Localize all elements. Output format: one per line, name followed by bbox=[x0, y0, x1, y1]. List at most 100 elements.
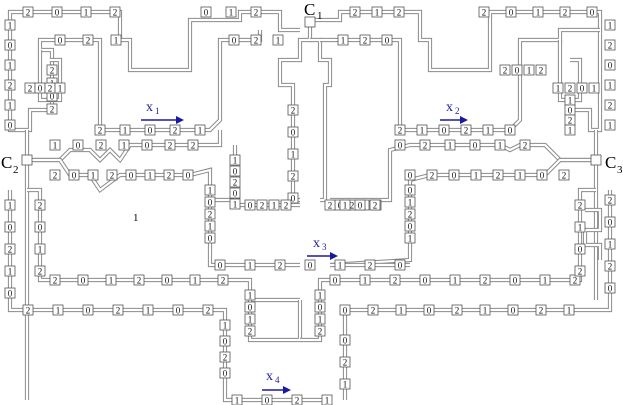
cell-value: 0 bbox=[515, 66, 520, 76]
channel-cell: 2 bbox=[479, 274, 491, 286]
channel-cell: 1 bbox=[334, 259, 346, 271]
cell-box bbox=[304, 259, 316, 271]
channel-cell: 0 bbox=[34, 221, 46, 233]
label-x2-sub: 2 bbox=[455, 106, 460, 116]
cell-value: 2 bbox=[98, 126, 103, 136]
cell-value: 1 bbox=[208, 186, 213, 196]
cell-value: 2 bbox=[38, 267, 43, 277]
cell-value: 0 bbox=[333, 276, 338, 286]
cell-value: 2 bbox=[233, 178, 238, 188]
cell-value: 1 bbox=[198, 126, 203, 136]
channel-cell: 0 bbox=[339, 304, 351, 316]
channel-cell: 2 bbox=[244, 325, 256, 337]
channel-cell: 0 bbox=[423, 304, 435, 316]
cell-box bbox=[4, 243, 16, 255]
cell-box bbox=[423, 304, 435, 316]
channel-cell: 1 bbox=[444, 139, 456, 151]
cell-box bbox=[22, 6, 34, 18]
cell-value: 2 bbox=[167, 171, 172, 181]
cell-box bbox=[204, 220, 216, 232]
channel-cell: 0 bbox=[200, 6, 212, 18]
cell-value: 2 bbox=[8, 245, 13, 255]
cell-value: 2 bbox=[26, 306, 31, 316]
cell-value: 1 bbox=[148, 171, 153, 181]
cell-box bbox=[46, 103, 58, 115]
junction-node-c2 bbox=[21, 154, 33, 166]
cell-value: 2 bbox=[208, 210, 213, 220]
cell-value: 2 bbox=[464, 126, 469, 136]
channel-cell: 2 bbox=[22, 6, 34, 18]
cell-box bbox=[244, 325, 256, 337]
channel-cell: 2 bbox=[569, 274, 581, 286]
cell-value: 1 bbox=[318, 291, 323, 301]
channel-cell: 1 bbox=[321, 394, 333, 405]
channel-cell: 1 bbox=[470, 169, 482, 181]
cell-value: 1 bbox=[146, 306, 151, 316]
cell-box bbox=[564, 82, 576, 94]
cell-value: 1 bbox=[8, 21, 13, 31]
cell-box bbox=[535, 64, 547, 76]
cell-box bbox=[604, 79, 616, 91]
cell-value: 2 bbox=[539, 306, 544, 316]
cell-value: 1 bbox=[341, 36, 346, 46]
cell-value: 0 bbox=[8, 223, 13, 233]
cell-box bbox=[133, 274, 145, 286]
cell-value: 0 bbox=[8, 289, 13, 299]
channel-cell: 1 bbox=[604, 238, 616, 250]
cell-box bbox=[4, 119, 16, 131]
cell-box bbox=[479, 304, 491, 316]
cell-box bbox=[558, 169, 570, 181]
cell-box bbox=[244, 289, 256, 301]
cell-box bbox=[381, 34, 393, 46]
wire-outer bbox=[247, 300, 303, 343]
cell-box bbox=[172, 304, 184, 316]
cell-value: 0 bbox=[427, 306, 432, 316]
channel-cell: 2 bbox=[46, 64, 58, 76]
cell-value: 1 bbox=[91, 171, 96, 181]
channel-cell: 2 bbox=[274, 259, 286, 271]
cell-box bbox=[244, 259, 256, 271]
cell-box bbox=[604, 99, 616, 111]
channel-cell: 1 bbox=[314, 289, 326, 301]
channel-cell: 0 bbox=[229, 187, 241, 199]
cell-value: 1 bbox=[399, 306, 404, 316]
cell-value: 2 bbox=[50, 105, 55, 115]
channel-cell: 1 bbox=[404, 232, 416, 244]
channel-cell: 2 bbox=[163, 169, 175, 181]
cell-box bbox=[161, 274, 173, 286]
channel-cell: 2 bbox=[94, 124, 106, 136]
cell-value: 0 bbox=[511, 306, 516, 316]
channel-cell: 2 bbox=[82, 34, 94, 46]
wire-inner bbox=[343, 190, 612, 400]
channel-cell: 2 bbox=[112, 304, 124, 316]
cell-box bbox=[219, 367, 231, 379]
channel-cell: 2 bbox=[217, 274, 229, 286]
cell-box bbox=[416, 124, 428, 136]
cell-value: 0 bbox=[291, 194, 296, 204]
cell-value: 1 bbox=[592, 84, 597, 94]
cell-value: 2 bbox=[568, 84, 573, 94]
cell-box bbox=[334, 259, 346, 271]
cell-box bbox=[404, 208, 416, 220]
channel-cell: 0 bbox=[4, 287, 16, 299]
channel-cell: 0 bbox=[82, 304, 94, 316]
cell-value: 2 bbox=[568, 116, 573, 126]
cell-box bbox=[354, 199, 366, 211]
channel-cell: 2 bbox=[574, 265, 586, 277]
cell-box bbox=[604, 238, 616, 250]
label-c1: C bbox=[304, 0, 315, 19]
cell-box bbox=[125, 169, 137, 181]
cell-value: 0 bbox=[408, 171, 413, 181]
cell-box bbox=[514, 169, 526, 181]
channel-cell: 1 bbox=[110, 34, 122, 46]
channel-cell: 1 bbox=[272, 34, 284, 46]
cell-box bbox=[574, 199, 586, 211]
cell-box bbox=[359, 274, 371, 286]
cell-value: 0 bbox=[223, 369, 228, 379]
channel-cell: 0 bbox=[68, 169, 80, 181]
cell-value: 0 bbox=[145, 141, 150, 151]
cell-value: 0 bbox=[608, 61, 613, 71]
cell-value: 0 bbox=[408, 186, 413, 196]
wire-inner bbox=[310, 10, 602, 72]
channel-cell: 0 bbox=[469, 139, 481, 151]
